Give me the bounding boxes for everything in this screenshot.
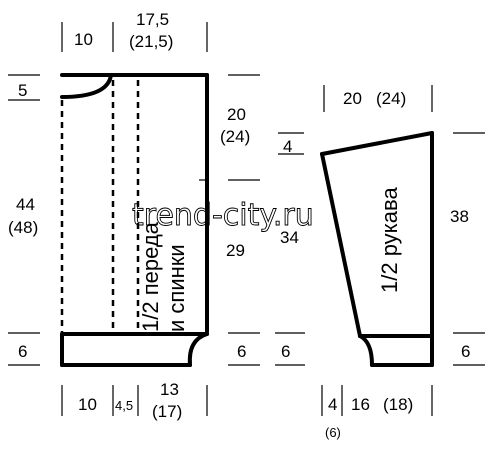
sleeve-top-dimensions: 20 (24) xyxy=(323,85,433,112)
front-label-line2: и спинки xyxy=(164,244,189,332)
front-bottom-dimensions: 10 4,5 13 (17) xyxy=(61,380,208,421)
front-top-dimensions: 10 17,5 (21,5) xyxy=(61,10,208,52)
front-bottom-right-width-alt: (17) xyxy=(152,402,182,421)
sleeve-right-dimensions: 38 6 xyxy=(450,132,485,366)
sleeve-top-width: 20 xyxy=(343,89,362,108)
front-total-height-alt: (48) xyxy=(8,218,38,237)
front-bottom-right-width: 13 xyxy=(160,380,179,399)
sleeve-bottom-left-width-alt: (6) xyxy=(325,425,341,440)
front-top-right-width-alt: (21,5) xyxy=(129,32,173,51)
sleeve-label: 1/2 рукава xyxy=(377,187,402,293)
front-neck-depth: 5 xyxy=(18,81,27,100)
sleeve-left-height: 34 xyxy=(280,228,299,247)
sleeve-left-edge xyxy=(320,152,362,338)
sleeve-cap-height: 4 xyxy=(283,137,292,156)
front-hem-right: 6 xyxy=(237,342,246,361)
sleeve-top-width-alt: (24) xyxy=(376,89,406,108)
neckline-curve xyxy=(60,73,113,99)
sleeve-cuff-right: 6 xyxy=(461,342,470,361)
front-side-height: 29 xyxy=(226,241,245,260)
sleeve-bottom-right-width-alt: (18) xyxy=(383,395,413,414)
sleeve-cuff-left: 6 xyxy=(281,342,290,361)
front-bottom-left-width: 10 xyxy=(78,395,97,414)
sleeve-piece: 1/2 рукава xyxy=(320,131,434,367)
front-armhole-height: 20 xyxy=(227,105,246,124)
watermark: trend-city.ru xyxy=(132,198,314,233)
sleeve-cuff-curve xyxy=(358,334,374,367)
front-top-left-width: 10 xyxy=(74,30,93,49)
front-left-dimensions: 5 44 (48) 6 xyxy=(8,74,40,366)
sleeve-bottom-left-width: 4 xyxy=(328,395,337,414)
front-label-line1: 1/2 переда xyxy=(138,221,163,332)
front-back-piece: 1/2 переда и спинки xyxy=(60,73,209,367)
sleeve-left-dimensions: 4 34 6 xyxy=(275,132,305,366)
front-top-right-width: 17,5 xyxy=(136,10,169,29)
sleeve-top-edge xyxy=(320,131,434,156)
sleeve-bottom-dimensions: 4 (6) 16 (18) xyxy=(321,385,433,440)
front-hem-left: 6 xyxy=(18,342,27,361)
front-bottom-mid-width: 4,5 xyxy=(115,398,133,413)
front-right-dimensions: 20 (24) 29 6 xyxy=(220,74,260,366)
sleeve-right-height: 38 xyxy=(450,207,469,226)
front-armhole-height-alt: (24) xyxy=(220,127,250,146)
front-total-height: 44 xyxy=(16,195,35,214)
sleeve-bottom-right-width: 16 xyxy=(351,395,370,414)
hem-right-curve xyxy=(187,332,209,367)
